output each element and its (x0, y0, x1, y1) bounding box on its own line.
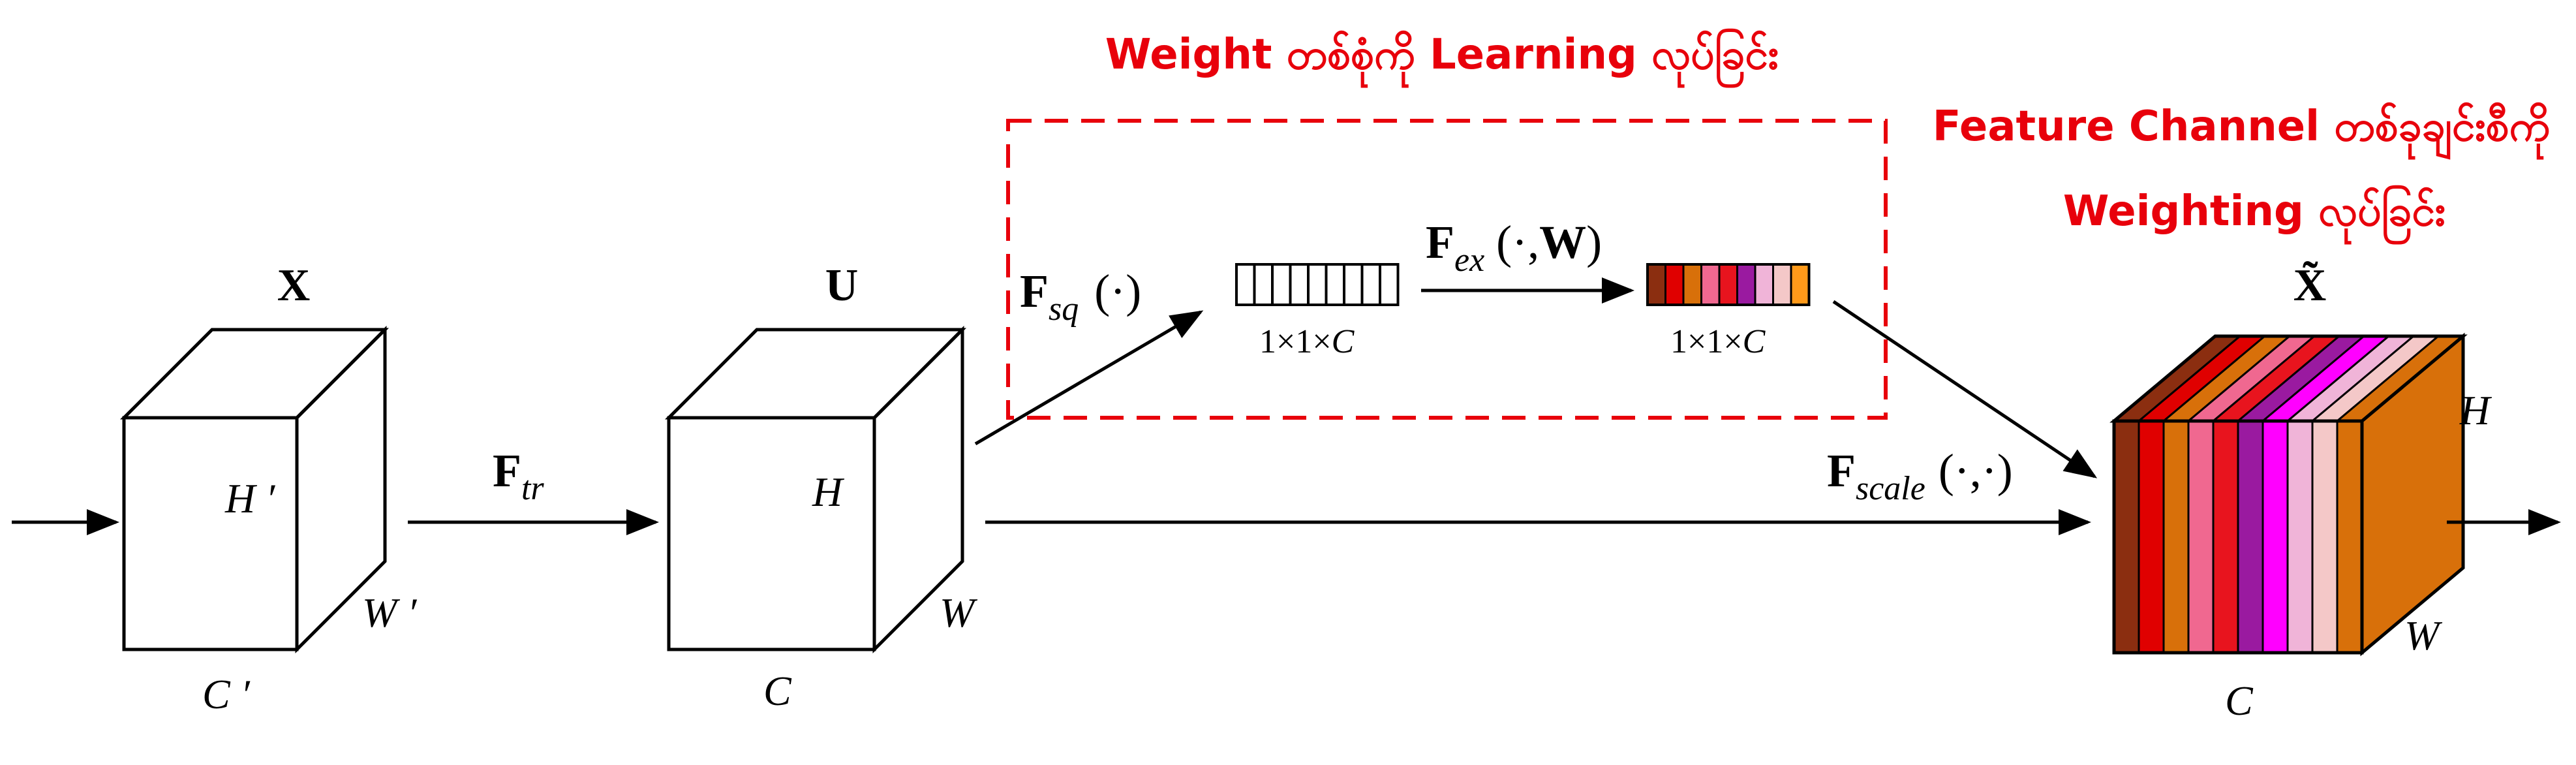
excitation-vector-cell (1754, 263, 1774, 306)
x-tilde-front-strip (2113, 420, 2140, 654)
squeeze-vector (1235, 263, 1400, 306)
tensor-u-channels: C (763, 668, 792, 714)
x-tilde-front-strip (2311, 420, 2338, 654)
x-tilde-front-strip (2336, 420, 2363, 654)
squeeze-vector-cell (1307, 263, 1328, 306)
weighting-annotation-line1: Feature Channel တစ်ခုချင်းစီကို (1933, 102, 2550, 160)
x-tilde-front-strip (2262, 420, 2289, 654)
excitation-vector-cell (1736, 263, 1756, 306)
x-tilde-front-strip (2138, 420, 2165, 654)
x-tilde-front-strip (2162, 420, 2190, 654)
x-tilde-top-outline (2109, 334, 2468, 423)
excitation-vector-cell (1772, 263, 1792, 306)
squeeze-vector-cell (1343, 263, 1364, 306)
excitation-vector-border (1646, 263, 1811, 306)
excite-to-output-arrow (1832, 300, 2098, 478)
squeeze-dim-label: 1×1×C (1259, 323, 1355, 360)
ftr-label: Ftr (493, 445, 544, 507)
weighting-annotation-line2: Weighting လုပ်ခြင်း (2063, 185, 2446, 244)
tensor-x-channels: C ′ (202, 671, 251, 717)
x-tilde-front-strip (2286, 420, 2314, 654)
excitation-vector-cell (1664, 263, 1685, 306)
fex-label: Fex(·,W) (1426, 216, 1602, 279)
x-tilde-front-strip (2187, 420, 2215, 654)
excitation-vector-cell (1790, 263, 1810, 306)
tensor-u-height: H (812, 469, 845, 515)
excitation-vector-cell (1700, 263, 1721, 306)
x-tilde-front-strip (2212, 420, 2239, 654)
excite-dim-label: 1×1×C (1670, 323, 1766, 360)
tensor-x-height: H ′ (224, 475, 275, 522)
squeeze-vector-cell (1235, 263, 1256, 306)
squeeze-vector-cell (1325, 263, 1345, 306)
tensor-x-tilde-label: X̃ (2293, 260, 2327, 311)
tensor-x-cube (119, 325, 390, 654)
tensor-x-label: X (277, 260, 311, 311)
se-dashed-box (1006, 119, 1888, 420)
tensor-x-tilde-width: W (2404, 612, 2443, 659)
excitation-vector (1646, 263, 1811, 306)
excitation-vector-cell (1718, 263, 1738, 306)
fsq-label: Fsq(·) (1020, 265, 1141, 328)
excitation-vector-cell (1682, 263, 1702, 306)
fsq-arrow (974, 310, 1204, 446)
tensor-u-cube (664, 325, 967, 654)
tensor-u-label: U (825, 260, 859, 311)
squeeze-vector-cell (1253, 263, 1274, 306)
tensor-x-tilde-cube (2109, 332, 2468, 657)
x-tilde-front-strip (2237, 420, 2264, 654)
excitation-vector-cell (1646, 263, 1666, 306)
learning-annotation: Weight တစ်စုံကို Learning လုပ်ခြင်း (1105, 28, 1779, 87)
tensor-x-tilde-channels: C (2225, 678, 2254, 724)
fscale-label: Fscale(·,·) (1827, 445, 2013, 507)
tensor-u-width: W (940, 589, 978, 636)
tensor-x-width: W ′ (362, 589, 417, 636)
squeeze-vector-cell (1360, 263, 1381, 306)
squeeze-vector-cell (1289, 263, 1310, 306)
squeeze-vector-cell (1271, 263, 1292, 306)
squeeze-vector-cell (1379, 263, 1400, 306)
tensor-x-tilde-height: H (2459, 387, 2492, 433)
